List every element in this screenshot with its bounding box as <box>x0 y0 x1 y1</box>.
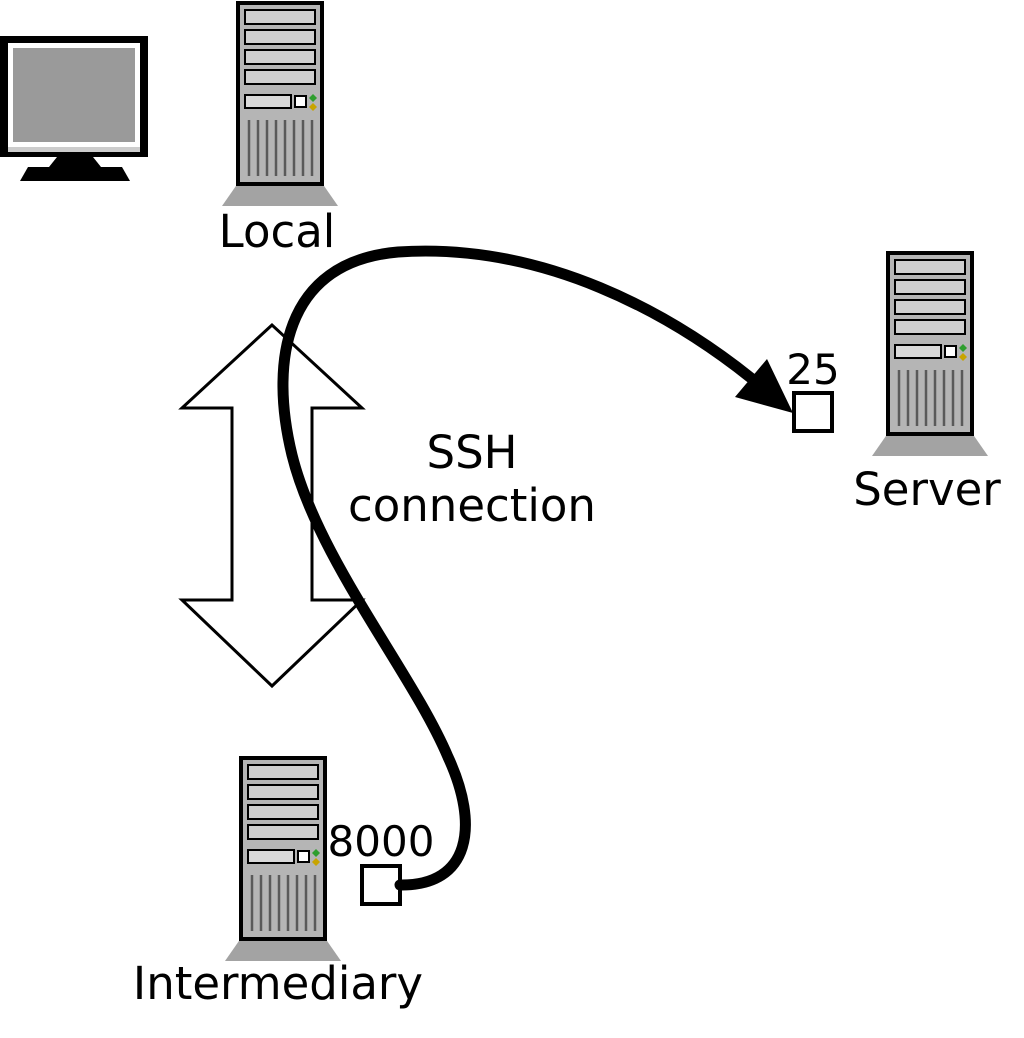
monitor-stand-base <box>20 167 130 181</box>
tunnel-arrowhead-icon <box>735 359 793 413</box>
tunnel-curve-path <box>277 245 757 891</box>
monitor-strip <box>8 147 140 152</box>
monitor-screen <box>13 48 135 142</box>
server-port-label: 25 <box>786 345 839 394</box>
server-label: Server <box>853 463 1001 516</box>
local-label: Local <box>219 205 336 258</box>
ssh-label-line2: connection <box>348 479 596 532</box>
intermediary-port-label: 8000 <box>328 817 435 866</box>
monitor-stand-neck <box>49 157 101 167</box>
forwarded-connection-arrow <box>277 245 793 891</box>
intermediary-tower-icon <box>223 756 343 963</box>
ssh-connection-arrow <box>178 322 366 689</box>
local-tower-icon <box>220 1 340 208</box>
intermediary-label: Intermediary <box>133 957 423 1010</box>
ssh-label-line1: SSH <box>427 426 518 479</box>
monitor-icon <box>0 36 148 181</box>
intermediary-port-box <box>360 864 402 906</box>
server-tower-icon <box>870 251 990 458</box>
server-port-box <box>792 391 834 433</box>
